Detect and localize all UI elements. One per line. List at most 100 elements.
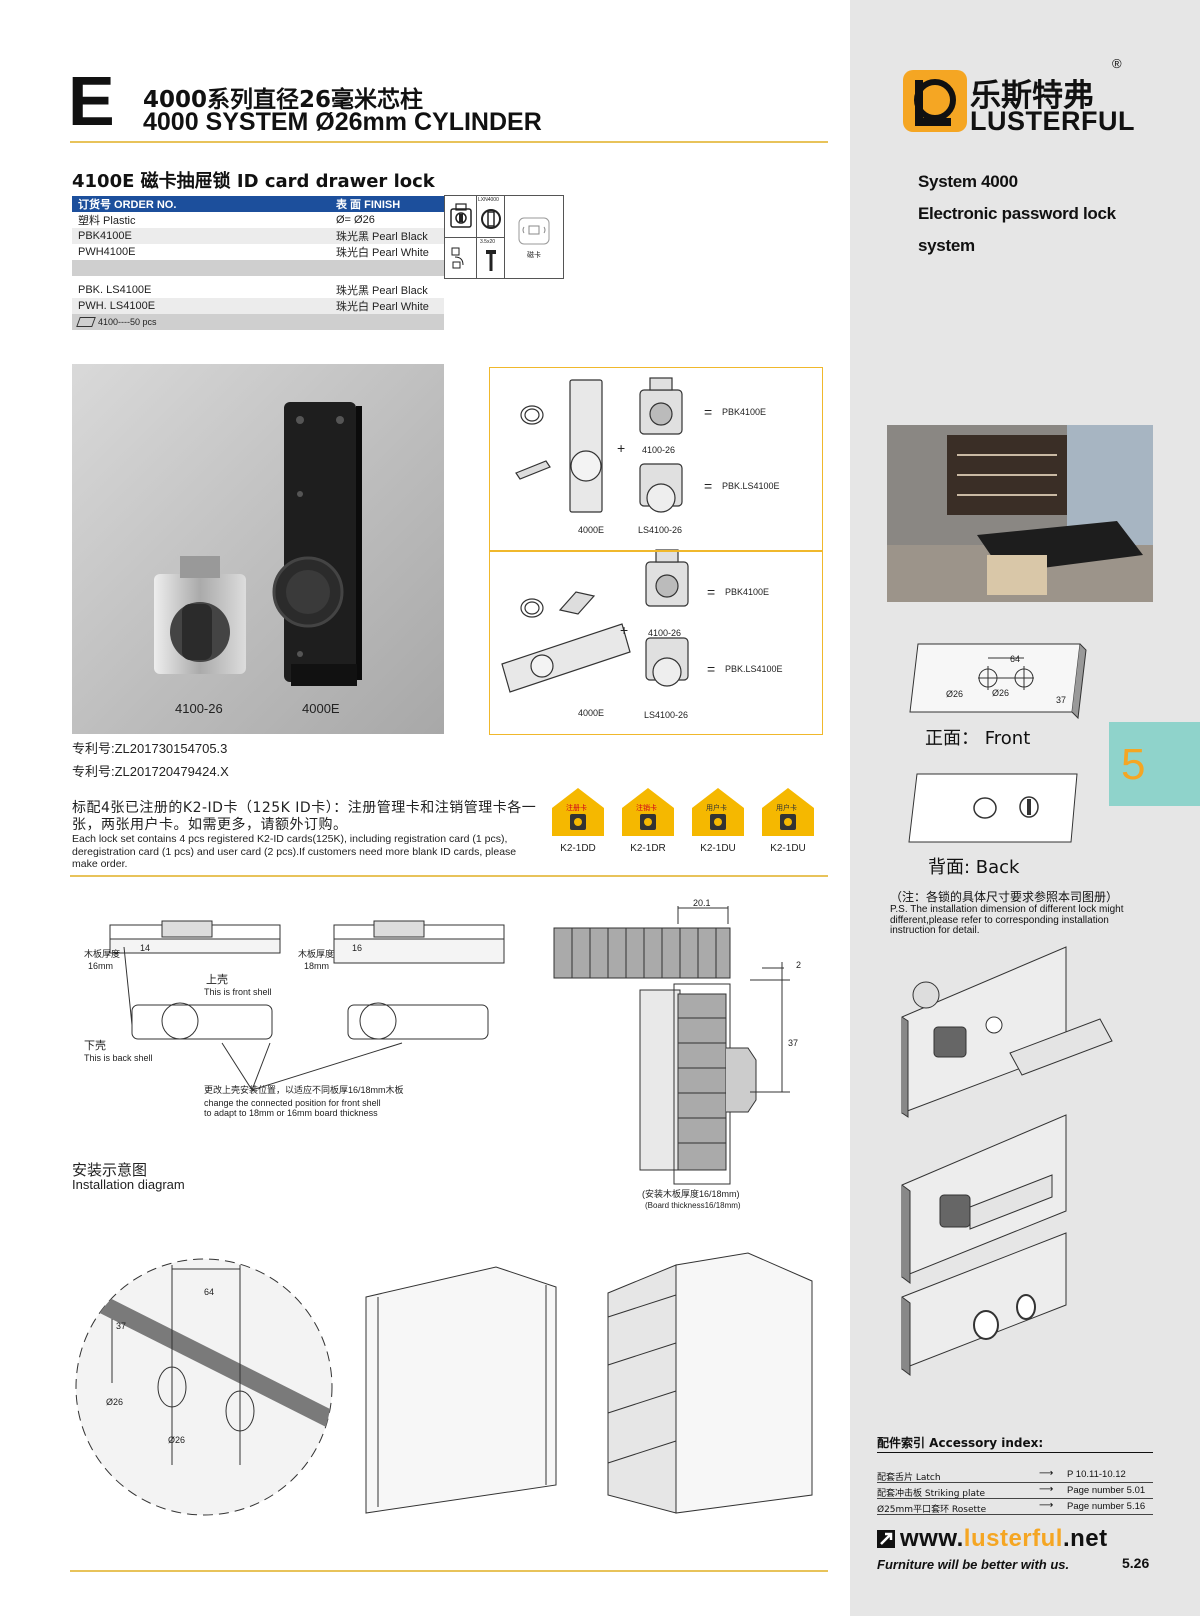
website-prefix: www. — [900, 1525, 964, 1552]
handing-icon — [445, 238, 476, 279]
id-card-row: 注册卡 K2-1DD 注销卡 K2-1DR 用户卡 K2-1DU 用户卡 K2-… — [550, 786, 832, 862]
system-line: Electronic password lock — [918, 204, 1116, 223]
office-scene — [887, 425, 1153, 602]
product-photo: 4100-26 4000E — [72, 364, 444, 734]
dim-label: Ø26 — [168, 1435, 186, 1445]
cylinder-code: LXN4000 — [478, 197, 499, 203]
shell-diagram: 14 16 木板厚度 16mm 木板厚度 18mm 上壳 This is fro… — [72, 915, 512, 1125]
icon-column — [445, 196, 477, 278]
equals-sign: = — [704, 478, 713, 494]
footer-divider — [70, 1570, 828, 1572]
website-suffix: .net — [1062, 1525, 1108, 1552]
photo-label-lock: 4000E — [302, 701, 340, 716]
plus-sign: + — [617, 440, 626, 456]
front-plate-drawing — [909, 643, 1087, 720]
assembly-diagram: + + 4000E 4100-26 LS4100-26 = PBK4100E =… — [489, 367, 823, 735]
page-tab-number: 5 — [1121, 740, 1146, 789]
finish-cell: 珠光黑 Pearl Black — [336, 285, 428, 297]
dim-label: 20.1 — [693, 898, 711, 908]
arrow-icon: ⟶ — [1039, 1500, 1054, 1511]
dim-label: 64 — [204, 1287, 215, 1297]
accessory-divider — [877, 1452, 1153, 1453]
section-letter: E — [68, 62, 115, 140]
accessory-page[interactable]: Page number 5.16 — [1067, 1501, 1146, 1512]
accessory-page[interactable]: Page number 5.01 — [1067, 1485, 1146, 1496]
result-label: PBK.LS4100E — [722, 481, 780, 491]
card-icon-label: 磁卡 — [527, 252, 541, 259]
page-title-cn: 4000系列直径26毫米芯柱 — [143, 87, 424, 113]
board-thickness-value: 16mm — [88, 961, 114, 971]
patent-number: 专利号:ZL201720479424.X — [72, 764, 229, 779]
front-shell-label-en: This is front shell — [204, 987, 272, 997]
system-line: System 4000 — [918, 172, 1018, 191]
accessory-name: Ø25mm平口套环 Rosette — [877, 1505, 987, 1515]
cylinder-icon: LXN4000 — [477, 196, 504, 238]
dim-label: Ø26 — [106, 1397, 124, 1407]
order-cell: PBK4100E — [78, 230, 132, 242]
installation-drawing — [75, 1252, 813, 1516]
shell-drawing — [109, 920, 505, 1092]
card-tag-text: 注销卡 — [636, 805, 657, 812]
result-label: PBK.LS4100E — [725, 664, 783, 674]
section-drawing — [553, 906, 790, 1185]
id-card: 用户卡 K2-1DU — [690, 786, 746, 854]
order-cell: PWH4100E — [78, 246, 136, 258]
website-highlight: lusterful — [963, 1525, 1063, 1552]
dim-label: 16 — [352, 943, 363, 953]
packing-row: 4100----50 pcs — [72, 314, 444, 330]
card-tag-text: 用户卡 — [706, 805, 727, 812]
assembly-drawing — [501, 377, 689, 693]
table-row: PBK. LS4100E 珠光黑 Pearl Black — [72, 282, 444, 298]
id-card: 用户卡 K2-1DU — [760, 786, 816, 854]
card-label: K2-1DD — [560, 843, 596, 854]
part-label: 4100-26 — [642, 445, 676, 455]
shell-note-cn: 更改上壳安装位置，以适应不同板厚16/18mm木板 — [204, 1085, 404, 1095]
equals-sign: = — [707, 584, 716, 600]
product-render — [154, 402, 362, 686]
dim-label: 2 — [796, 960, 802, 970]
back-plate-drawing — [908, 773, 1078, 843]
id-card: 注册卡 K2-1DD — [550, 786, 606, 854]
board-thickness-caption-cn: (安装木板厚度16/18mm) — [642, 1189, 740, 1199]
page-section-tab: 5 — [1109, 722, 1200, 806]
accessory-page[interactable]: P 10.11-10.12 — [1067, 1469, 1126, 1480]
dim-label: 37 — [116, 1321, 127, 1331]
dimension-note-cn: （注：各锁的具体尺寸要求参照本司图册） — [890, 890, 1119, 904]
website-link[interactable]: www.lusterful.net — [900, 1525, 1108, 1553]
dim-label: 64 — [1010, 654, 1021, 664]
dim-label: 14 — [140, 943, 151, 953]
installation-title-cn: 安装示意图 — [72, 1161, 148, 1179]
website-icon — [877, 1530, 895, 1548]
card-description-cn: 标配4张已注册的K2-ID卡（125K ID卡）：注册管理卡和注销管理卡各一张，… — [72, 800, 537, 833]
accessory-row: 配套冲击板 Striking plate ⟶ Page number 5.01 — [877, 1483, 1153, 1499]
system-description: System 4000 Electronic password lock sys… — [918, 166, 1116, 262]
arrow-icon: ⟶ — [1039, 1484, 1054, 1495]
installation-diagrams: 64 37 Ø26 Ø26 — [72, 1245, 830, 1545]
back-label: 背面: Back — [928, 857, 1020, 878]
part-label: LS4100-26 — [644, 710, 689, 720]
order-cell: 塑料 Plastic — [78, 215, 136, 227]
part-label: 4000E — [578, 525, 605, 535]
front-plate-diagram: 64 Ø26 Ø26 37 — [908, 640, 1088, 720]
id-card-icon — [762, 788, 814, 836]
table-spacer — [72, 260, 444, 276]
back-plate-diagram — [907, 772, 1082, 847]
col-order-header: 订货号 ORDER NO. — [78, 199, 177, 211]
plus-sign: + — [620, 622, 629, 638]
finish-cell: Ø= Ø26 — [336, 214, 375, 226]
packing-quantity: 4100----50 pcs — [98, 317, 157, 327]
accessory-name: 配套冲击板 Striking plate — [877, 1489, 986, 1499]
finish-cell: 珠光黑 Pearl Black — [336, 231, 428, 243]
order-table-header: 订货号 ORDER NO. 表 面 FINISH — [72, 196, 444, 212]
card-label: K2-1DR — [630, 843, 666, 854]
finish-cell: 珠光白 Pearl White — [336, 301, 429, 313]
part-label: LS4100-26 — [638, 525, 683, 535]
table-row: 塑料 Plastic Ø= Ø26 — [72, 212, 444, 228]
equals-sign: = — [707, 661, 716, 677]
screw-icon: 3.5x20 — [477, 238, 504, 279]
id-card: 注销卡 K2-1DR — [620, 786, 676, 854]
order-table: 订货号 ORDER NO. 表 面 FINISH 塑料 Plastic Ø= Ø… — [72, 196, 444, 330]
page-title-en: 4000 SYSTEM Ø26mm CYLINDER — [143, 108, 542, 136]
front-label: 正面： Front — [925, 728, 1031, 749]
patent-numbers: 专利号:ZL201730154705.3 专利号:ZL201720479424.… — [72, 737, 229, 783]
